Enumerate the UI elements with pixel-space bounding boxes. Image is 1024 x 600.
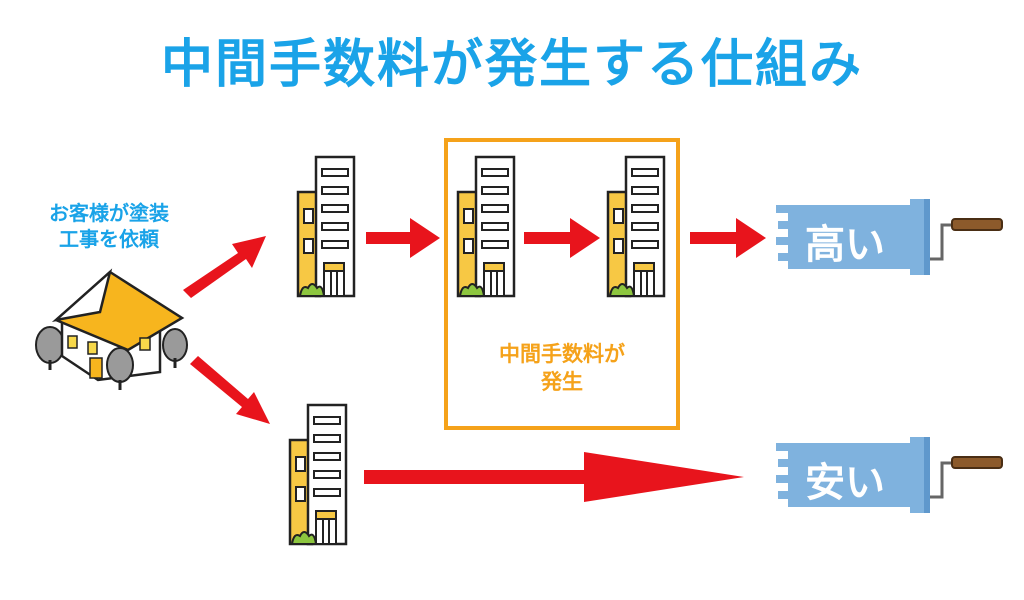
customer-line-2: 工事を依頼 (59, 227, 159, 251)
arrow-intermediary-to-subcontractor (524, 218, 600, 258)
arrow-house-to-contractor (183, 236, 266, 298)
customer-line-1: お客様が塗装 (49, 201, 169, 225)
page-title: 中間手数料が発生する仕組み (160, 35, 863, 95)
arrow-subcontractor-to-high (690, 218, 766, 258)
intermediate-fee-label: 中間手数料が 発生 (444, 340, 680, 396)
arrow-contractor-to-intermediary (366, 218, 440, 258)
subcontractor-building-icon (606, 155, 666, 298)
contractor-building-icon (296, 155, 356, 298)
arrow-house-to-direct (190, 356, 270, 424)
high-price-label: 高い (805, 222, 885, 268)
house-icon (35, 268, 188, 390)
flow-arrows (183, 218, 766, 502)
low-price-label: 安い (805, 460, 885, 506)
intermediate-fee-box (444, 138, 680, 430)
fee-line-1: 中間手数料が (499, 342, 625, 366)
intermediary-building-icon (456, 155, 516, 298)
direct-contractor-building-icon (288, 403, 348, 546)
customer-request-label: お客様が塗装 工事を依頼 (14, 200, 204, 252)
fee-line-2: 発生 (541, 370, 583, 394)
arrow-direct-to-low (364, 452, 744, 502)
